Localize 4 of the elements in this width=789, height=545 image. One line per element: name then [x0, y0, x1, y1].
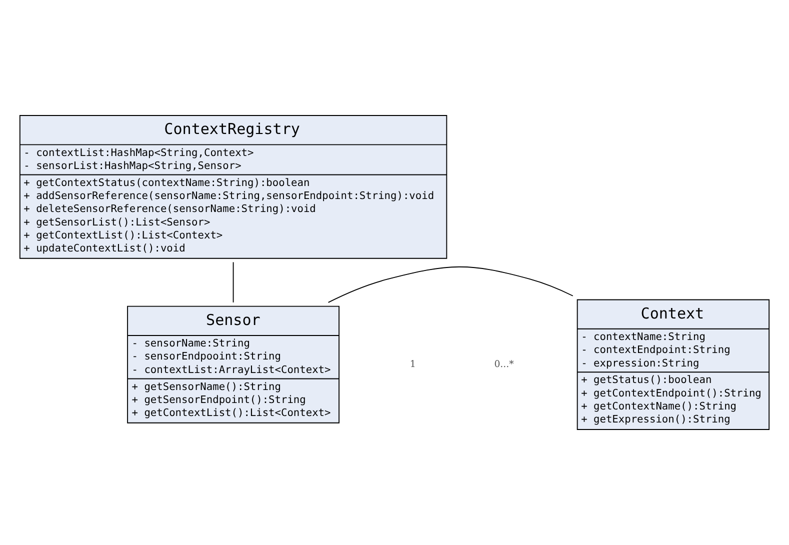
connector	[328, 266, 574, 303]
connector	[232, 262, 234, 303]
label: 0...*	[494, 358, 514, 370]
label: 1	[410, 358, 416, 370]
